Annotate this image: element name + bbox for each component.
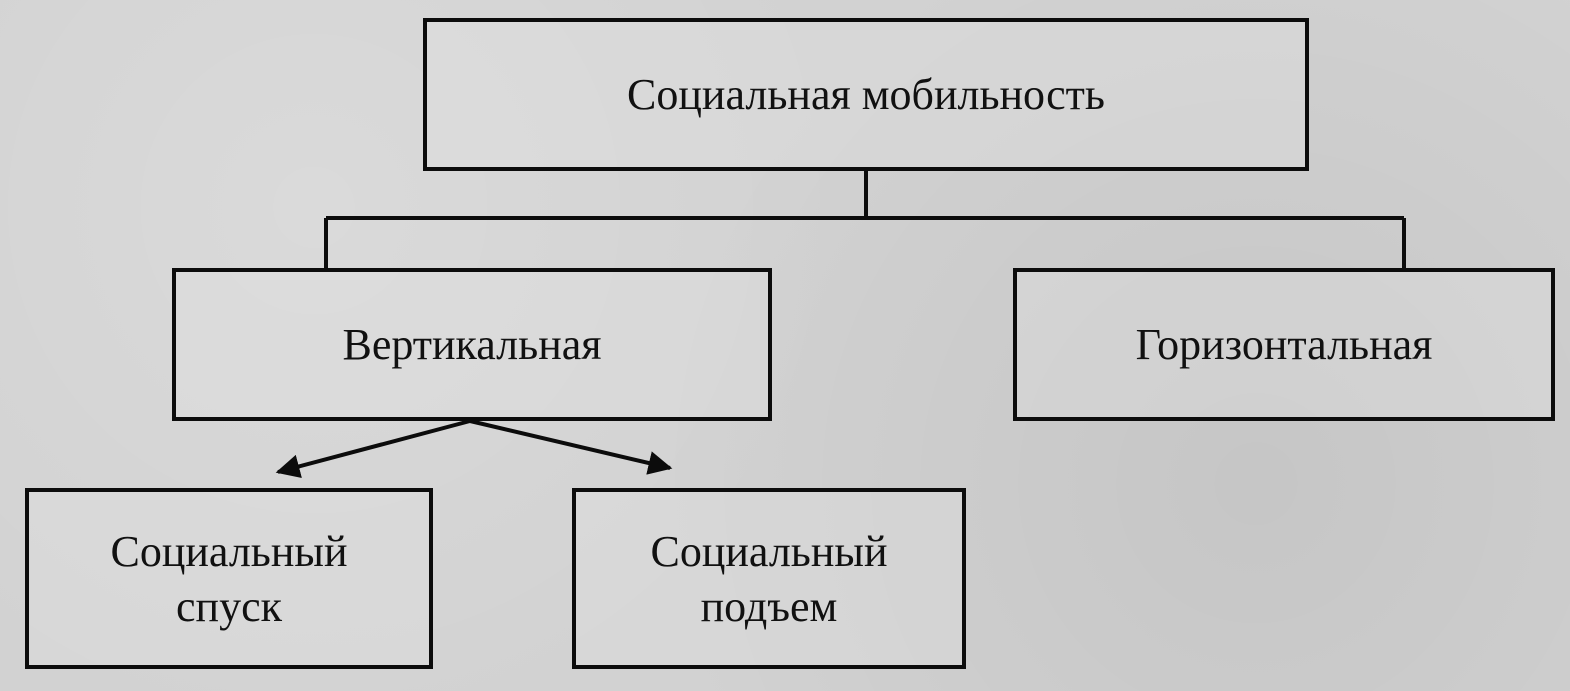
vertical-mobility-label: Вертикальная (342, 320, 602, 369)
arrow-to-ascent (469, 419, 673, 475)
social-descent-label-line1: Социальный (110, 526, 348, 576)
social-mobility-label: Социальная мобильность (627, 70, 1105, 119)
social-descent-box: Социальный спуск (25, 488, 433, 669)
social-mobility-box: Социальная мобильность (423, 18, 1309, 171)
arrow-to-descent (275, 419, 471, 479)
social-ascent-label-line2: подъем (700, 581, 838, 631)
vertical-mobility-box: Вертикальная (172, 268, 772, 421)
horizontal-mobility-box: Горизонтальная (1013, 268, 1555, 421)
social-descent-label-line2: спуск (176, 581, 282, 631)
social-ascent-label-line1: Социальный (650, 526, 888, 576)
horizontal-mobility-label: Горизонтальная (1135, 320, 1433, 369)
social-ascent-box: Социальный подъем (572, 488, 966, 669)
